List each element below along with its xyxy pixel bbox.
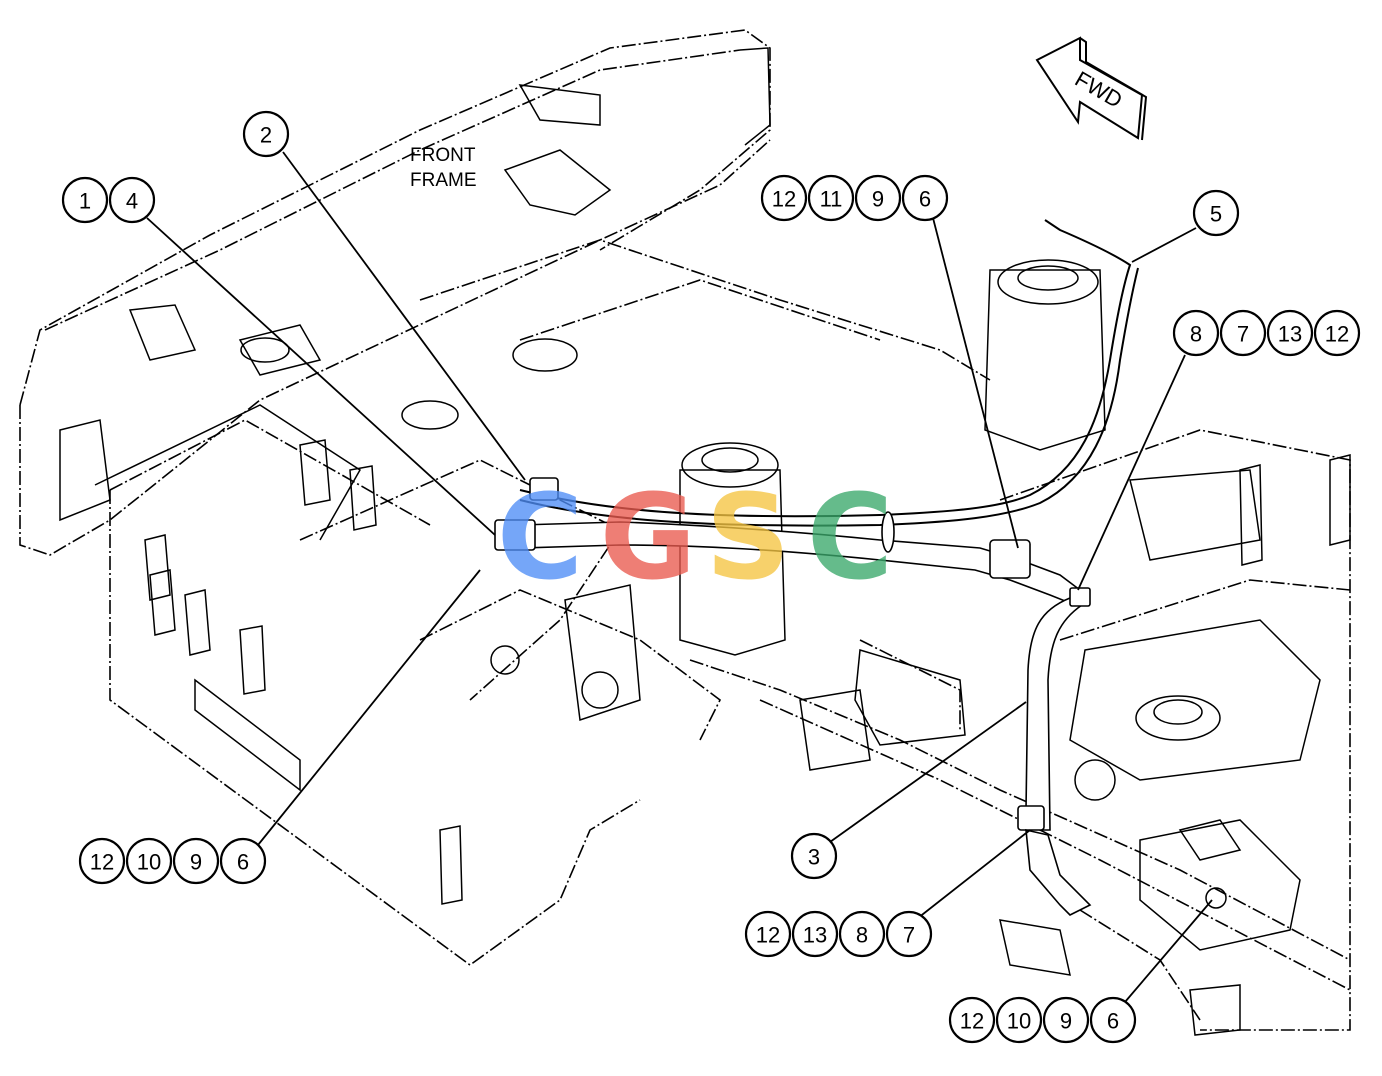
callout-circle [125,837,173,885]
leader-lines [146,151,1213,1003]
watermark-logo: C G S C [497,468,894,606]
front-frame-label-line1: FRONT [410,145,476,166]
callout-group-12-10-9-6-left: 12 10 9 6 [78,837,267,885]
callout-group-8-7-13-12: 8 7 13 12 [1172,309,1361,357]
callout-circle [995,996,1043,1044]
callout-number: 12 [960,1009,984,1034]
callout-circle [760,174,808,222]
callout-circle [791,910,839,958]
callout-circle [790,832,838,880]
callout-number: 9 [190,850,202,875]
callout-number: 3 [808,845,820,870]
forward-direction-arrow: FWD [1035,36,1148,141]
callout-number: 7 [1237,322,1249,347]
front-frame-label-line2: FRAME [410,170,477,191]
callout-circle [885,910,933,958]
callout-circle [219,837,267,885]
callout-circle [1192,189,1240,237]
callout-number: 10 [137,850,161,875]
callout-number: 12 [1325,322,1349,347]
callout-number: 11 [820,187,843,212]
callout-group-12-10-9-6-right: 12 10 9 6 [948,996,1137,1044]
callout-circle [838,910,886,958]
callout-group-5: 5 [1192,189,1240,237]
callout-number: 9 [1060,1009,1072,1034]
watermark-letter-4: C [807,468,894,606]
callout-number: 12 [756,923,780,948]
callout-number: 13 [1278,322,1302,347]
callout-circle [1089,996,1137,1044]
callout-group-3: 3 [790,832,838,880]
callout-circle [1042,996,1090,1044]
callout-circle [108,176,156,224]
callout-number: 10 [1007,1009,1031,1034]
callout-circle [807,174,855,222]
callout-number: 9 [872,187,884,212]
callout-number: 12 [772,187,796,212]
callout-circle [172,837,220,885]
callout-circle [242,110,290,158]
callout-number: 2 [260,123,272,148]
callout-group-12-13-8-7: 12 13 8 7 [744,910,933,958]
callout-number: 6 [919,187,931,212]
callout-circle [854,174,902,222]
callout-circle [948,996,996,1044]
callout-number: 5 [1210,202,1222,227]
callout-number: 8 [856,923,868,948]
callout-circle [744,910,792,958]
callout-number: 6 [237,850,249,875]
callout-number: 1 [79,189,91,214]
callout-circle [901,174,949,222]
callout-number: 12 [90,850,114,875]
hose-assemblies [494,219,1139,916]
callout-group-2: 2 [242,110,290,158]
callout-circle [1172,309,1220,357]
callout-circle [1219,309,1267,357]
callout-circle [1266,309,1314,357]
callout-circle [1313,309,1361,357]
callout-circle [78,837,126,885]
callout-number: 7 [903,923,915,948]
callout-circle [61,176,109,224]
callout-number: 4 [126,189,138,214]
watermark-letter-1: C [497,468,584,606]
watermark-letter-2: G [600,468,697,606]
callout-number: 6 [1107,1009,1119,1034]
callout-number: 13 [803,923,827,948]
front-frame-label: FRONT FRAME [410,145,477,191]
callout-number: 8 [1190,322,1202,347]
callout-group-12-11-9-6: 12 11 9 6 [760,174,949,222]
watermark-letter-3: S [706,468,791,606]
